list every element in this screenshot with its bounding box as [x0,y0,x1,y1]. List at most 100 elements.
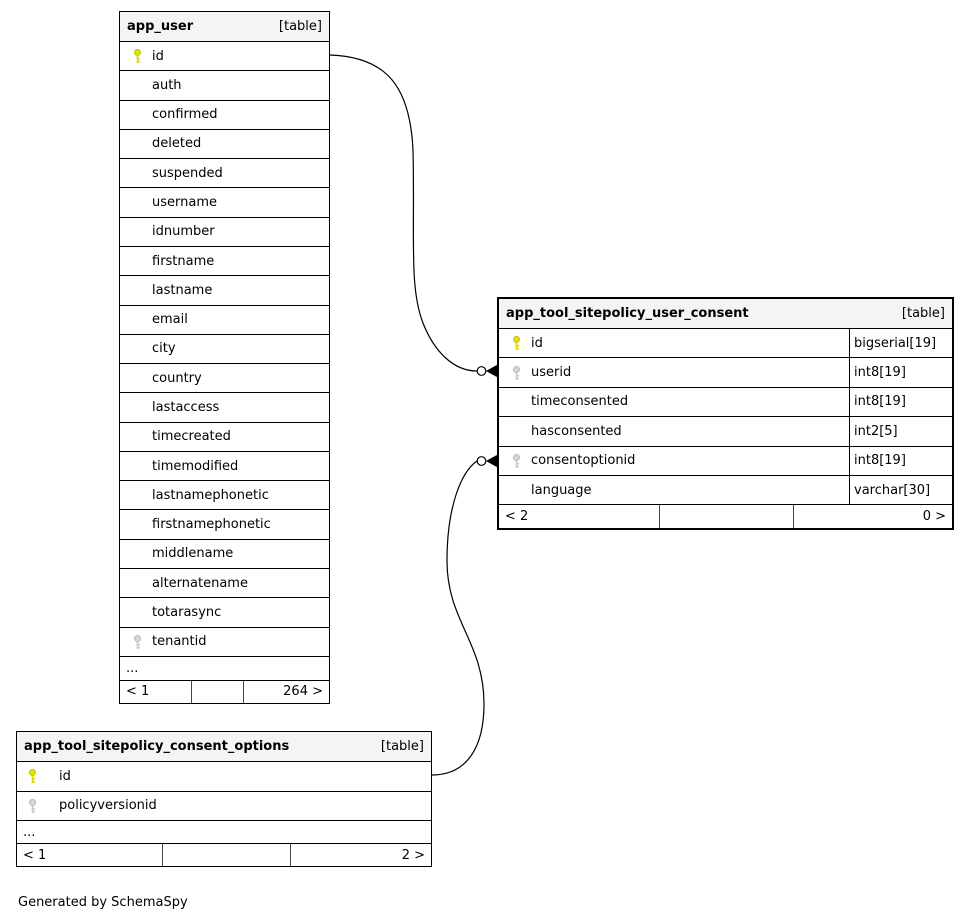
column-row-tenantid[interactable]: tenantid [120,626,329,656]
column-name: id [531,335,543,351]
column-name: city [152,341,176,357]
table-user-consent-header[interactable]: app_tool_sitepolicy_user_consent [table] [499,299,952,328]
table-app-tool-sitepolicy-user-consent: app_tool_sitepolicy_user_consent [table]… [497,297,954,530]
column-name: middlename [152,546,234,562]
column-name: hasconsented [531,423,622,439]
parents-count[interactable]: 2 > [290,844,431,866]
column-row-id[interactable]: id [17,761,431,791]
table-name: app_user [127,18,194,34]
column-type: int8[19] [849,387,952,417]
column-row-userid[interactable]: userid int8[19] [499,357,952,387]
primary-key-icon [511,335,523,351]
column-row-policyversionid[interactable]: policyversionid [17,790,431,821]
column-row-suspended[interactable]: suspended [120,158,329,187]
foreign-key-icon [132,634,144,650]
column-row-timecreated[interactable]: timecreated [120,421,329,451]
table-name: app_tool_sitepolicy_user_consent [506,306,749,321]
ellipsis-label: ... [23,824,36,840]
children-count[interactable]: < 2 [505,509,529,525]
column-row-email[interactable]: email [120,304,329,334]
table-user-consent-footer: < 2 0 > [499,504,952,528]
column-row-totarasync[interactable]: totarasync [120,597,329,626]
table-app-user-footer: < 1 264 > [120,679,329,703]
children-count[interactable]: < 1 [23,847,47,863]
column-row-id[interactable]: id [120,40,329,70]
column-name: firstname [152,253,215,269]
column-name: lastaccess [152,400,220,415]
table-app-user: app_user [table] id auth confirmed delet… [119,11,330,704]
column-row-middlename[interactable]: middlename [120,538,329,568]
column-row-alternatename[interactable]: alternatename [120,568,329,597]
primary-key-icon [27,768,39,784]
column-name: idnumber [152,224,215,240]
children-count[interactable]: < 1 [126,684,150,700]
column-row-consentoptionid[interactable]: consentoptionid int8[19] [499,445,952,475]
column-row-auth[interactable]: auth [120,70,329,99]
column-name: userid [531,365,572,381]
column-type: int8[19] [849,358,952,387]
generated-by-label: Generated by SchemaSpy [18,895,188,910]
parents-count[interactable]: 264 > [243,680,329,703]
column-row-id[interactable]: id bigserial[19] [499,328,952,358]
column-name: id [59,768,71,784]
column-name: deleted [152,136,202,152]
column-name: consentoptionid [531,453,636,469]
column-row-idnumber[interactable]: idnumber [120,216,329,246]
footer-spacer [658,505,793,528]
column-name: country [152,370,202,386]
column-name: lastname [152,282,213,298]
column-row-timeconsented[interactable]: timeconsented int8[19] [499,386,952,417]
column-type: int8[19] [849,446,952,475]
column-type: bigserial[19] [849,329,952,358]
parents-count[interactable]: 0 > [792,505,952,528]
column-name: alternatename [152,575,248,591]
footer-spacer [191,680,243,703]
foreign-key-icon [27,798,39,814]
column-name: timemodified [152,458,239,474]
column-name: timeconsented [531,394,629,410]
column-row-timemodified[interactable]: timemodified [120,450,329,480]
column-name: language [531,482,592,498]
table-name: app_tool_sitepolicy_consent_options [24,739,290,754]
table-app-user-header[interactable]: app_user [table] [120,12,329,41]
column-row-lastaccess[interactable]: lastaccess [120,392,329,421]
column-row-firstname[interactable]: firstname [120,245,329,275]
column-name: totarasync [152,604,222,620]
columns-truncated-row: ... [120,655,329,680]
column-row-confirmed[interactable]: confirmed [120,99,329,129]
column-name: suspended [152,165,223,181]
column-name: policyversionid [59,798,157,814]
column-row-city[interactable]: city [120,333,329,363]
edge-appuser-id-to-userid [329,54,498,378]
column-row-hasconsented[interactable]: hasconsented int2[5] [499,416,952,446]
footer-spacer [161,844,290,866]
column-row-language[interactable]: language varchar[30] [499,474,952,505]
primary-key-icon [132,48,144,64]
table-app-tool-sitepolicy-consent-options: app_tool_sitepolicy_consent_options [tab… [16,731,432,867]
column-name: timecreated [152,429,231,445]
foreign-key-icon [511,453,523,469]
table-consent-options-footer: < 1 2 > [17,843,431,866]
column-row-username[interactable]: username [120,187,329,216]
table-type-label: [table] [278,18,322,34]
column-name: confirmed [152,107,218,123]
column-row-firstnamephonetic[interactable]: firstnamephonetic [120,509,329,538]
table-type-label: [table] [901,306,945,321]
ellipsis-label: ... [126,660,139,676]
column-row-lastnamephonetic[interactable]: lastnamephonetic [120,480,329,509]
columns-truncated-row: ... [17,820,431,843]
table-type-label: [table] [380,739,424,754]
table-consent-options-header[interactable]: app_tool_sitepolicy_consent_options [tab… [17,732,431,761]
edge-consentoptions-id-to-consentoptionid [431,454,498,776]
column-name: username [152,195,217,211]
column-row-deleted[interactable]: deleted [120,128,329,158]
foreign-key-icon [511,365,523,381]
column-name: lastnamephonetic [152,487,269,503]
column-name: firstnamephonetic [152,517,271,533]
column-row-country[interactable]: country [120,363,329,392]
column-name: id [152,48,164,64]
column-type: varchar[30] [849,475,952,505]
column-name: auth [152,77,182,93]
column-row-lastname[interactable]: lastname [120,275,329,304]
